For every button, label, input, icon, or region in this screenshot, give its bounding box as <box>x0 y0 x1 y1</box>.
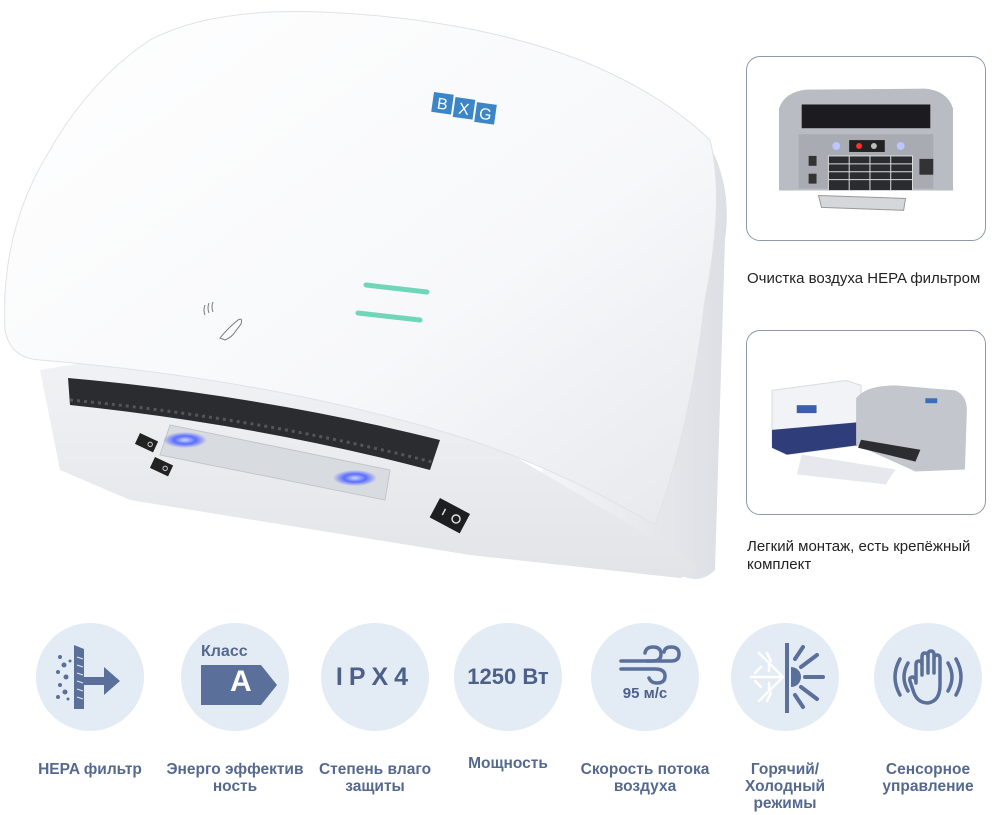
rocker-switch-left-bottom <box>149 457 174 477</box>
feature-hot-cold: Горячий/ Холодный режимы <box>715 623 855 812</box>
wind-icon: 95 м/с <box>591 623 699 731</box>
feature-touch-sensor: Сенсорное управление <box>858 623 998 795</box>
power-value: 1250 Вт <box>467 664 549 689</box>
svg-text:G: G <box>478 106 493 125</box>
indicator-light-top <box>363 282 430 295</box>
hot-cold-icon <box>731 623 839 731</box>
feature-list: HEPA фильтр Класс A Энерго эффектив ност… <box>0 623 1000 815</box>
hepa-filter-photo <box>778 88 954 211</box>
mounting-kit-photo <box>771 379 967 485</box>
feature-label: Энерго эффектив ность <box>166 761 304 795</box>
touch-sensor-icon <box>874 623 982 731</box>
indicator-light-bottom <box>355 310 423 323</box>
svg-text:X: X <box>457 101 470 119</box>
led-right <box>333 470 377 486</box>
feature-hepa: HEPA фильтр <box>20 623 160 778</box>
hand-dryer-product-image: B X G <box>4 11 727 579</box>
feature-label: Мощность <box>468 755 548 772</box>
hepa-filter-caption: Очистка воздуха HEPA фильтром <box>747 270 981 287</box>
hand-sensor-symbol <box>203 301 243 341</box>
feature-label: HEPA фильтр <box>38 761 142 778</box>
hepa-filter-photo-card <box>746 56 986 241</box>
power-switch <box>429 497 471 534</box>
hepa-filter-icon <box>36 623 144 731</box>
feature-power: 1250 Вт Мощность <box>438 623 578 772</box>
svg-text:B: B <box>436 96 449 114</box>
feature-label: Сенсорное управление <box>882 761 974 795</box>
feature-label: Горячий/ Холодный режимы <box>744 761 826 812</box>
feature-ipx4: IPX4 Степень влаго защиты <box>305 623 445 795</box>
ipx4-value: IPX4 <box>335 662 415 691</box>
feature-airflow: 95 м/с Скорость потока воздуха <box>575 623 715 795</box>
energy-class-title: Класс <box>201 643 248 660</box>
hand-dryer-illustration: B X G <box>4 11 727 579</box>
brand-logo: B X G <box>431 92 497 125</box>
mounting-kit-caption: Легкий монтаж, есть крепёжный комплект <box>747 538 971 573</box>
rocker-switch-left-top <box>134 433 159 453</box>
energy-class-value: A <box>230 665 252 698</box>
feature-label: Скорость потока воздуха <box>580 761 710 795</box>
airflow-value: 95 м/с <box>622 685 668 702</box>
power-icon: 1250 Вт <box>454 623 562 731</box>
led-left <box>163 432 207 448</box>
energy-class-icon: Класс A <box>181 623 289 731</box>
ipx4-icon: IPX4 <box>321 623 429 731</box>
feature-energy-class: Класс A Энерго эффектив ность <box>165 623 305 795</box>
mounting-kit-photo-card <box>746 330 986 515</box>
feature-label: Степень влаго защиты <box>318 761 432 795</box>
